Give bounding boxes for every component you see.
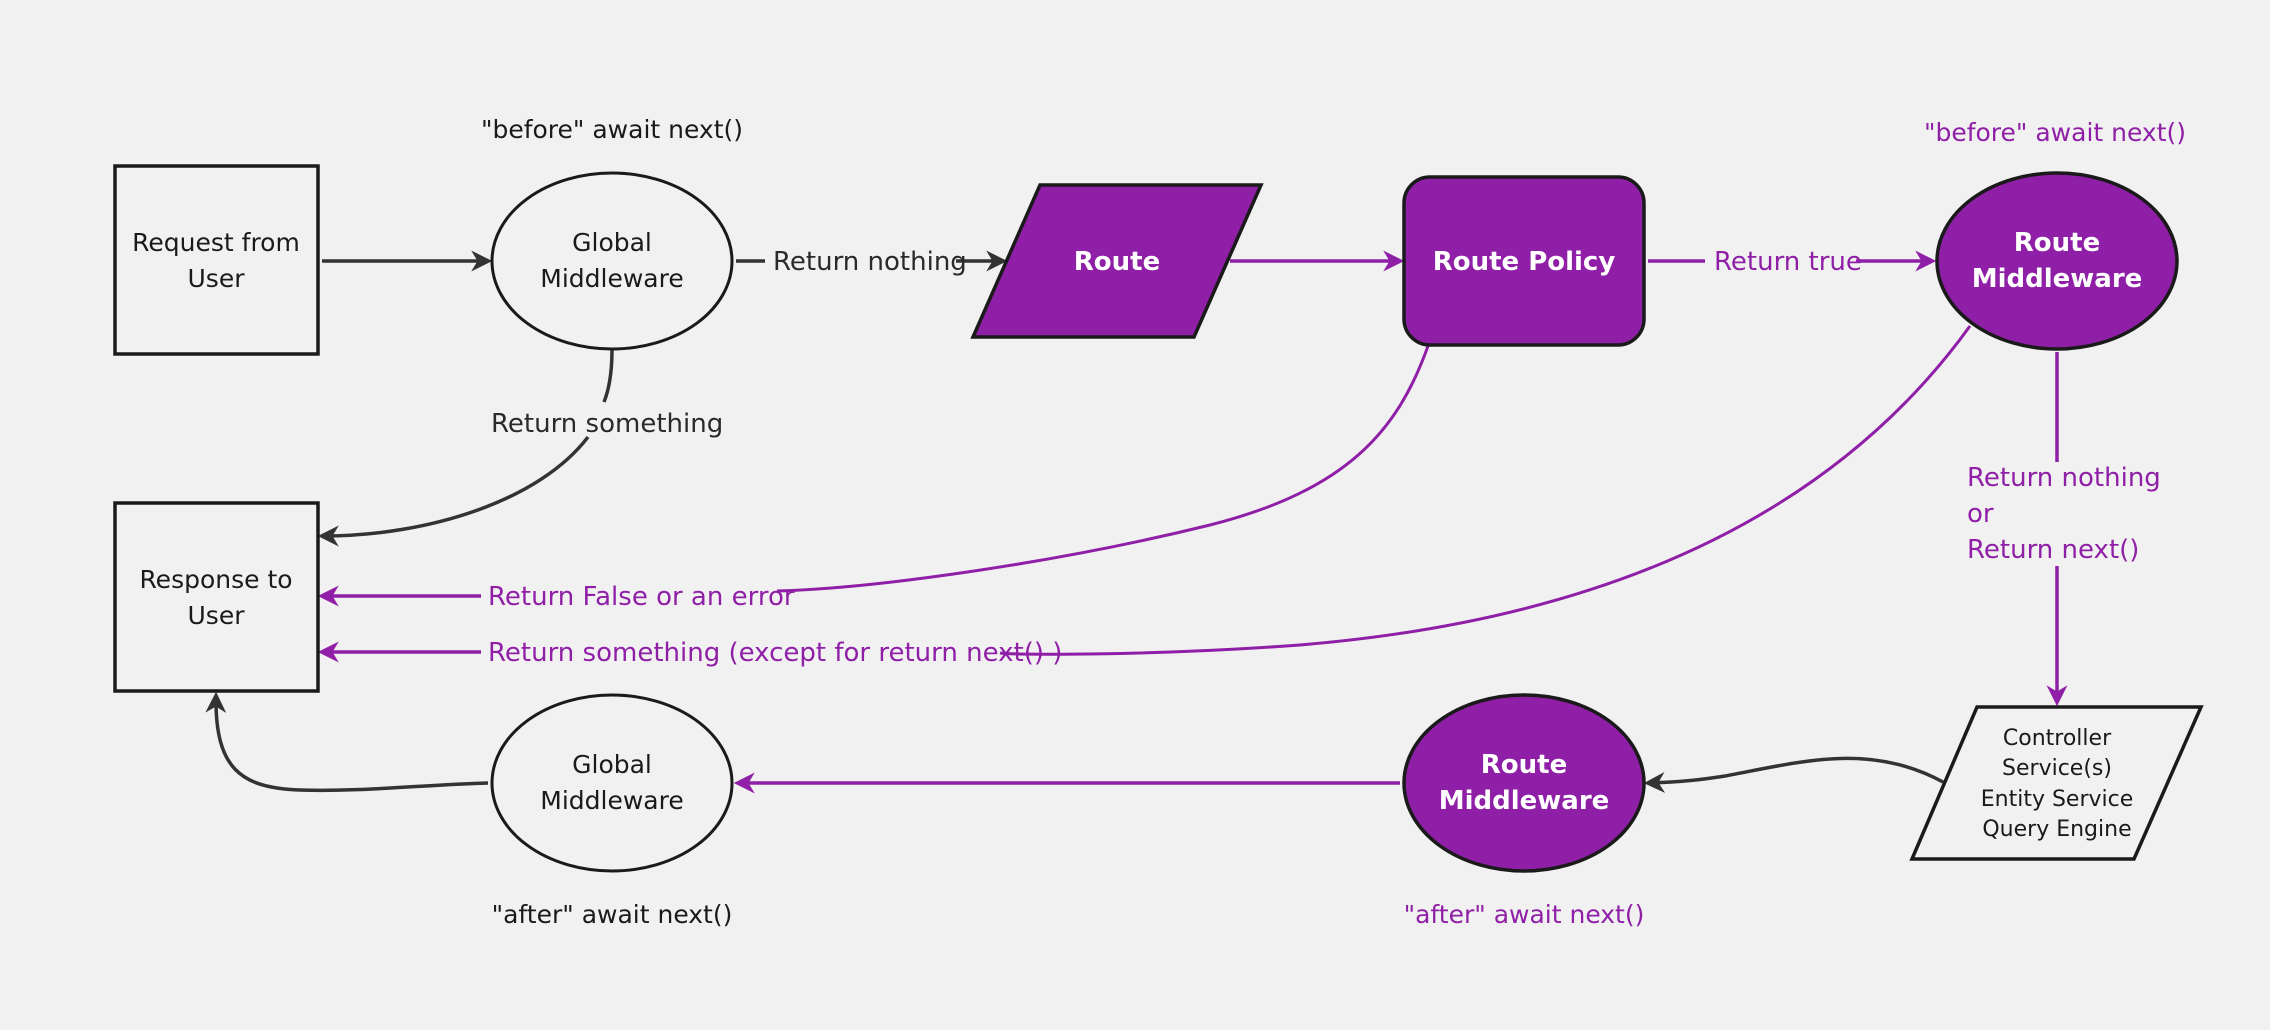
edge-global-to-response-a bbox=[602, 349, 614, 403]
label-return-nothing-or-3: Return next() bbox=[1967, 535, 2139, 565]
edge-global-bottom-to-response bbox=[205, 691, 489, 793]
route-middleware-top-node: Route Middleware bbox=[1935, 171, 2179, 351]
route-policy-node: Route Policy bbox=[1402, 175, 1646, 347]
svg-text:Global: Global bbox=[572, 750, 652, 779]
svg-text:User: User bbox=[188, 601, 246, 630]
label-return-something-except: Return something (except for return next… bbox=[488, 638, 1062, 668]
svg-text:Request from: Request from bbox=[132, 228, 300, 257]
svg-text:Global: Global bbox=[572, 228, 652, 257]
svg-text:User: User bbox=[188, 264, 246, 293]
response-node: Response to User bbox=[113, 501, 320, 693]
annotation-after-global: "after" await next() bbox=[492, 900, 733, 929]
svg-text:Response to: Response to bbox=[139, 565, 292, 594]
svg-text:Route: Route bbox=[1074, 247, 1160, 277]
label-return-true: Return true bbox=[1714, 247, 1862, 277]
svg-text:Middleware: Middleware bbox=[1439, 786, 1610, 816]
svg-text:Service(s): Service(s) bbox=[2002, 756, 2112, 781]
label-return-something: Return something bbox=[491, 409, 723, 439]
annotation-after-route: "after" await next() bbox=[1404, 900, 1645, 929]
label-return-nothing-or-1: Return nothing bbox=[1967, 463, 2161, 493]
route-middleware-bottom-node: Route Middleware bbox=[1402, 693, 1646, 873]
global-middleware-bottom-node: Global Middleware bbox=[490, 693, 734, 873]
global-middleware-top-node: Global Middleware bbox=[490, 171, 734, 351]
svg-text:Entity Service: Entity Service bbox=[1981, 787, 2134, 812]
svg-text:Route Policy: Route Policy bbox=[1433, 247, 1616, 277]
svg-text:Middleware: Middleware bbox=[540, 786, 683, 815]
svg-text:Controller: Controller bbox=[2003, 726, 2112, 751]
annotation-before-route: "before" await next() bbox=[1924, 118, 2186, 147]
svg-text:Middleware: Middleware bbox=[540, 264, 683, 293]
svg-text:Middleware: Middleware bbox=[1972, 264, 2143, 294]
edge-global-to-response-b bbox=[317, 435, 590, 547]
annotation-before-global: "before" await next() bbox=[481, 115, 743, 144]
label-return-nothing: Return nothing bbox=[773, 247, 967, 277]
svg-text:Route: Route bbox=[2014, 228, 2100, 258]
route-node: Route bbox=[970, 183, 1264, 339]
edge-controller-to-routemw bbox=[1643, 756, 1944, 793]
svg-text:Route: Route bbox=[1481, 750, 1567, 780]
label-return-false: Return False or an error bbox=[488, 582, 795, 612]
request-node: Request from User bbox=[113, 164, 320, 356]
svg-text:Query Engine: Query Engine bbox=[1982, 817, 2131, 842]
controller-node: Controller Service(s) Entity Service Que… bbox=[1909, 705, 2204, 861]
label-return-nothing-or-2: or bbox=[1967, 499, 1994, 529]
edge-routemw-to-response-curve bbox=[999, 325, 1972, 656]
edge-policy-to-response-curve bbox=[776, 345, 1430, 593]
